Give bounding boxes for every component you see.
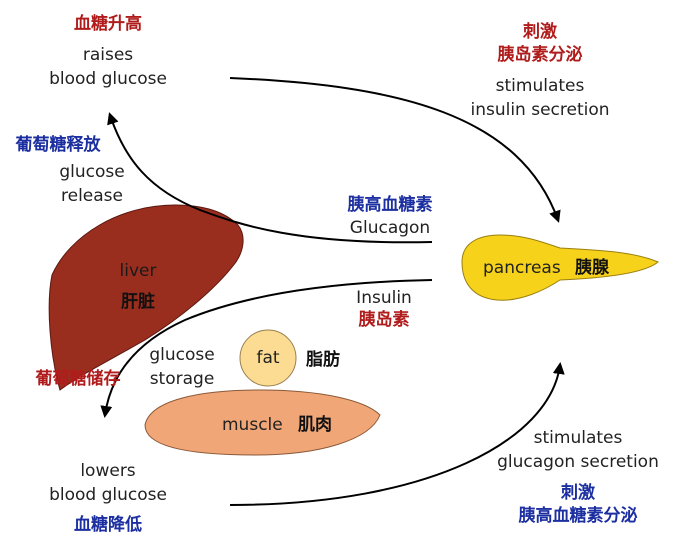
- glucose-release-en-label-2: release: [61, 186, 123, 206]
- muscle-shape: [144, 389, 381, 456]
- arrow-lowers-to-pancreas: [229, 362, 565, 506]
- glucose-storage-en-label-1: glucose: [149, 345, 215, 365]
- glucose-release-en-label-1: glucose: [59, 162, 125, 182]
- stim-glucagon-en-label-1: stimulates: [533, 428, 623, 448]
- raises-en-label-1: raises: [82, 45, 134, 65]
- liver-shape: [48, 204, 244, 391]
- arrow-insulin-storage: [100, 279, 433, 418]
- liver-en-label: liver: [119, 261, 157, 281]
- glucagon-zh-label: 胰高血糖素: [347, 195, 433, 215]
- liver-zh-label: 肝脏: [121, 292, 155, 312]
- stim-insulin-zh-label-1: 刺激: [523, 22, 557, 42]
- arrow-raises-to-pancreas: [229, 77, 561, 223]
- lowers-en-label-2: blood glucose: [49, 485, 167, 505]
- pancreas-en-label: pancreas: [483, 258, 561, 278]
- insulin-en-label: Insulin: [356, 288, 412, 308]
- lowers-en-label-1: lowers: [80, 461, 136, 481]
- insulin-zh-label: 胰岛素: [358, 310, 410, 330]
- arrow-glucagon-release: [107, 112, 433, 244]
- fat-shape: [239, 329, 297, 387]
- lowers-zh-label: 血糖降低: [74, 515, 142, 535]
- glucose-storage-zh-label: 葡萄糖储存: [35, 369, 121, 389]
- stim-insulin-en-label-1: stimulates: [495, 76, 585, 96]
- fat-en-label: fat: [256, 348, 280, 368]
- glucose-storage-en-label-2: storage: [149, 369, 215, 389]
- stim-glucagon-zh-label-1: 刺激: [561, 483, 595, 503]
- raises-zh-label: 血糖升高: [74, 14, 142, 34]
- muscle-zh-label: 肌肉: [298, 415, 332, 435]
- pancreas-shape: [461, 234, 659, 301]
- stim-glucagon-zh-label-2: 胰高血糖素分泌: [518, 506, 638, 526]
- stim-insulin-zh-label-2: 胰岛素分泌: [497, 45, 583, 65]
- muscle-en-label: muscle: [222, 415, 283, 435]
- glucagon-en-label: Glucagon: [349, 218, 431, 238]
- stim-insulin-en-label-2: insulin secretion: [470, 100, 610, 120]
- raises-en-label-2: blood glucose: [49, 69, 167, 89]
- stim-glucagon-en-label-2: glucagon secretion: [497, 452, 659, 472]
- pancreas-zh-label: 胰腺: [575, 258, 609, 278]
- fat-zh-label: 脂肪: [306, 350, 340, 370]
- glucose-release-zh-label: 葡萄糖释放: [15, 135, 101, 155]
